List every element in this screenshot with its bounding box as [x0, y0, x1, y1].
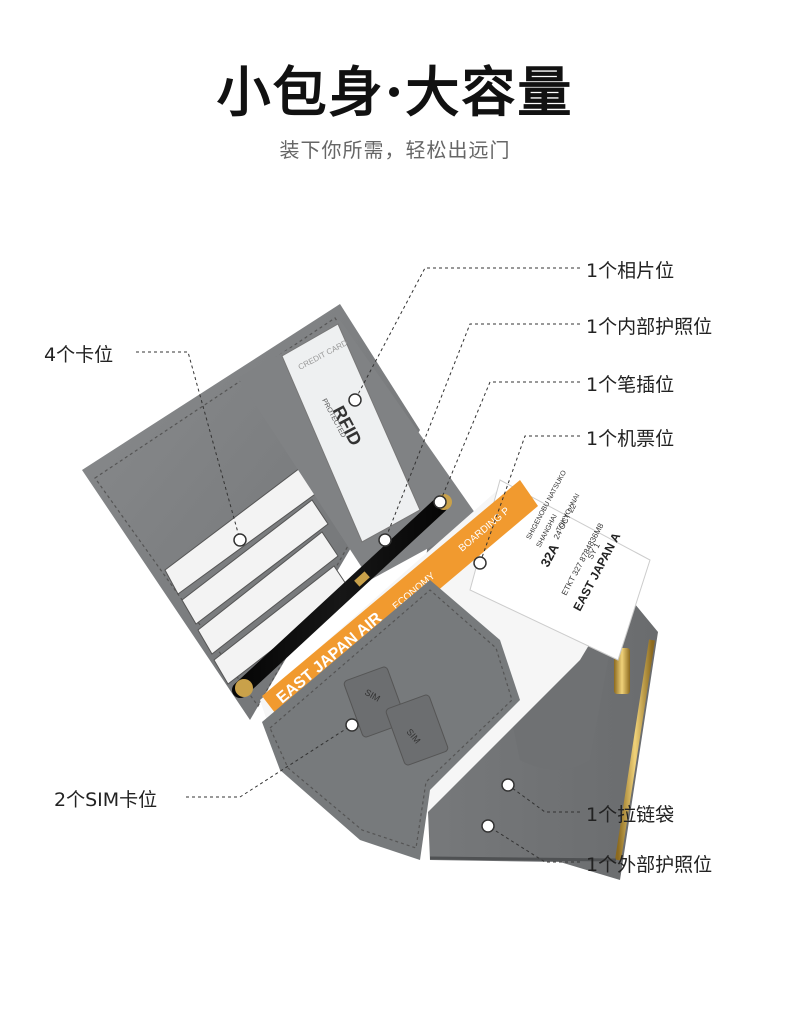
sim-slots: SIM SIM: [343, 666, 449, 766]
callout-lines: [136, 267, 580, 863]
page-subtitle: 装下你所需，轻松出远门: [279, 138, 511, 162]
page-title: 小包身·大容量: [216, 60, 574, 124]
line-sim: [186, 724, 353, 798]
callout-sim-slots: 2个SIM卡位: [54, 789, 158, 811]
line-cards: [136, 351, 241, 541]
callout-card-slots: 4个卡位: [44, 344, 114, 366]
ticket-panel: EAST JAPAN A ETKT 327 8784836M8 32A 24 O…: [260, 469, 651, 860]
callout-dots: [233, 393, 515, 833]
callout-ticket-slot: 1个机票位: [586, 428, 675, 450]
callout-inner-passport: 1个内部护照位: [586, 316, 713, 338]
line-photo: [354, 267, 580, 401]
line-ticket: [479, 435, 580, 564]
callout-outer-passport: 1个外部护照位: [586, 854, 713, 876]
callout-zip-pocket: 1个拉链袋: [586, 804, 675, 826]
line-outer-passport: [487, 825, 580, 863]
ticket-orange-band: [262, 480, 538, 722]
zipper-track: [615, 639, 655, 861]
line-inner-passport: [384, 323, 580, 541]
callout-photo-slot: 1个相片位: [586, 260, 675, 282]
callout-pen-slot: 1个笔插位: [586, 374, 675, 396]
line-pen: [439, 381, 580, 503]
